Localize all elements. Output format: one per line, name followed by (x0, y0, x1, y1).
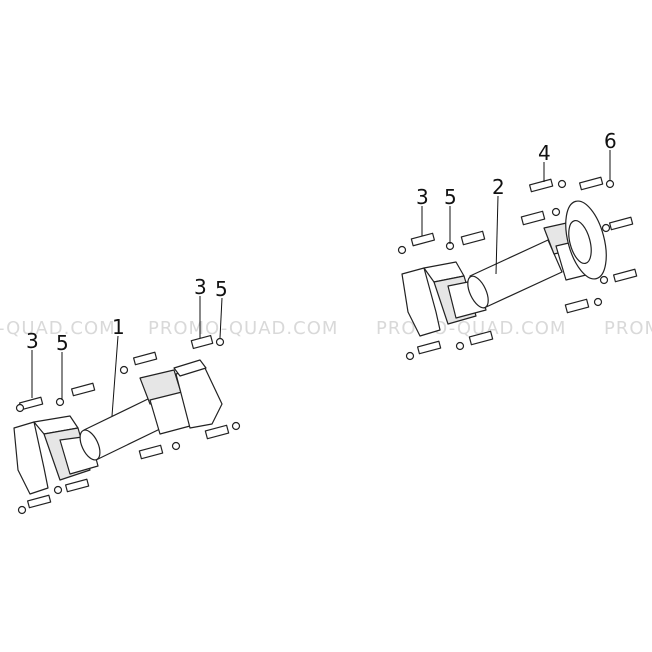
watermark: PROMO-QUAD.COM (376, 318, 566, 339)
left-hardware (15, 334, 241, 515)
rear-propeller-shaft (401, 200, 607, 337)
callout-2: 2 (492, 175, 505, 199)
watermark: -QUAD.COM (0, 318, 116, 339)
callouts: 1 2 3 3 3 4 5 5 5 6 (26, 129, 617, 355)
front-propeller-shaft (13, 359, 223, 495)
callout-1: 1 (112, 315, 125, 339)
callout-5: 5 (444, 185, 457, 209)
callout-3: 3 (194, 275, 207, 299)
watermark: PROMO (604, 318, 652, 339)
callout-3: 3 (26, 329, 39, 353)
right-hardware (397, 176, 638, 361)
callout-6: 6 (604, 129, 617, 153)
watermark: PROMO-QUAD.COM (148, 318, 338, 339)
callout-5: 5 (56, 331, 69, 355)
callout-5: 5 (215, 277, 228, 301)
callout-4: 4 (538, 141, 551, 165)
callout-3: 3 (416, 185, 429, 209)
leader-lines (31, 150, 611, 417)
